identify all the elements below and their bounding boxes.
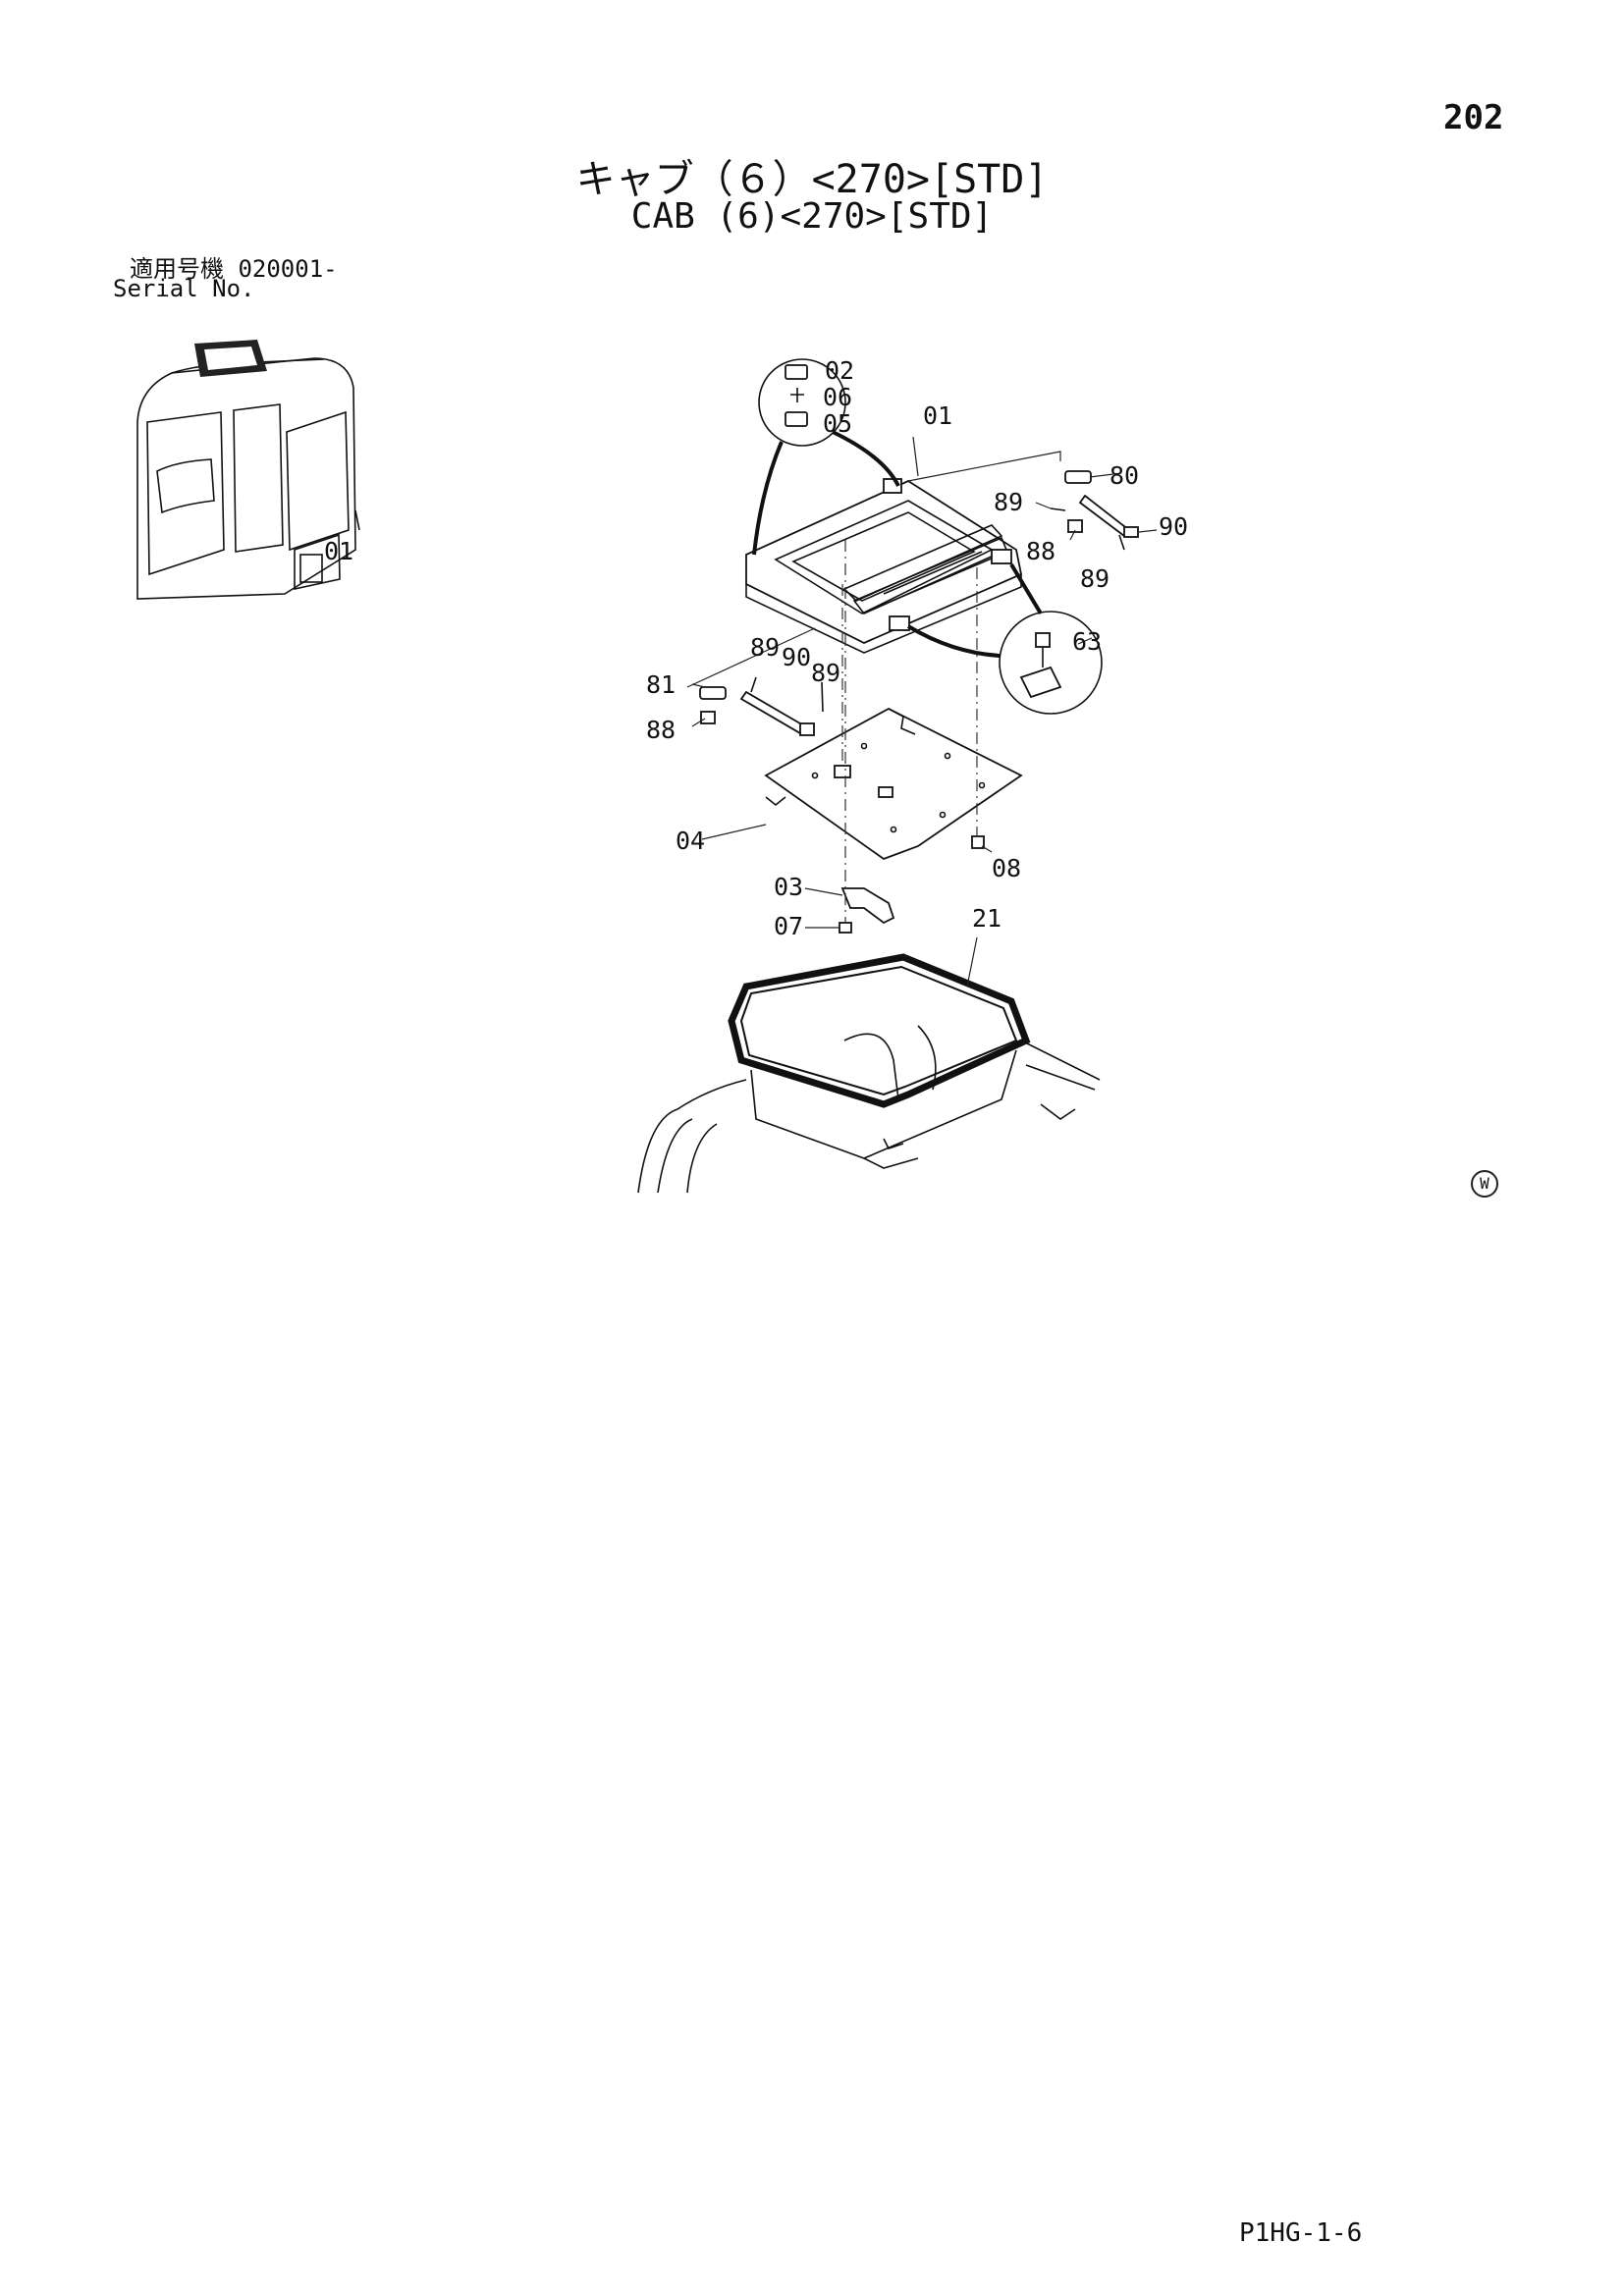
roof-seal-and-cab-opening (637, 953, 1101, 1194)
callout-89-left-upper: 89 (750, 633, 780, 662)
callout-88-right: 88 (1026, 537, 1056, 565)
page-title-japanese: キャブ（６）<270>[STD] (575, 157, 1049, 202)
callout-63: 63 (1072, 627, 1102, 656)
callout-05: 05 (823, 409, 852, 438)
callout-07: 07 (774, 912, 803, 940)
headliner-panel (764, 707, 1023, 861)
thumbnail-part-label: 01 (324, 537, 353, 565)
callout-03: 03 (774, 873, 803, 901)
callout-labels: 02 06 05 01 80 89 90 88 89 63 89 90 89 8… (646, 356, 1188, 940)
callout-06: 06 (823, 383, 852, 411)
callout-04: 04 (676, 827, 705, 855)
detail-circle-lock-parts (752, 358, 900, 556)
footer-diagram-code: P1HG-1-6 (1239, 2218, 1363, 2248)
inner-handle (839, 835, 985, 934)
serial-number-label-english: Serial No. (113, 275, 255, 302)
callout-80: 80 (1110, 461, 1139, 490)
callout-88-left: 88 (646, 716, 676, 744)
callout-90-right: 90 (1159, 512, 1188, 541)
right-gas-strut-set (907, 451, 1139, 551)
alignment-dash-lines (841, 540, 978, 923)
page-number: 202 (1443, 98, 1504, 137)
roof-hatch-assembly (745, 478, 1023, 654)
detail-circle-bolt-63 (906, 562, 1103, 715)
serial-number-label-japanese: 適用号機 020001- (130, 255, 338, 283)
w-circle-mark: W (1471, 1170, 1498, 1198)
callout-01: 01 (923, 401, 952, 430)
callout-90-left: 90 (782, 643, 811, 671)
callout-02: 02 (825, 356, 854, 385)
callout-89-upper: 89 (994, 488, 1023, 516)
page-title-english: CAB (6)<270>[STD] (630, 196, 994, 237)
callout-08: 08 (992, 854, 1021, 882)
callout-leader-lines (691, 436, 1158, 988)
callout-89-right: 89 (1080, 564, 1110, 593)
left-gas-strut-set (686, 627, 824, 736)
callout-89-left: 89 (811, 659, 840, 687)
callout-21: 21 (972, 904, 1001, 933)
callout-81: 81 (646, 670, 676, 699)
cab-thumbnail-illustration: 01 (136, 340, 360, 600)
